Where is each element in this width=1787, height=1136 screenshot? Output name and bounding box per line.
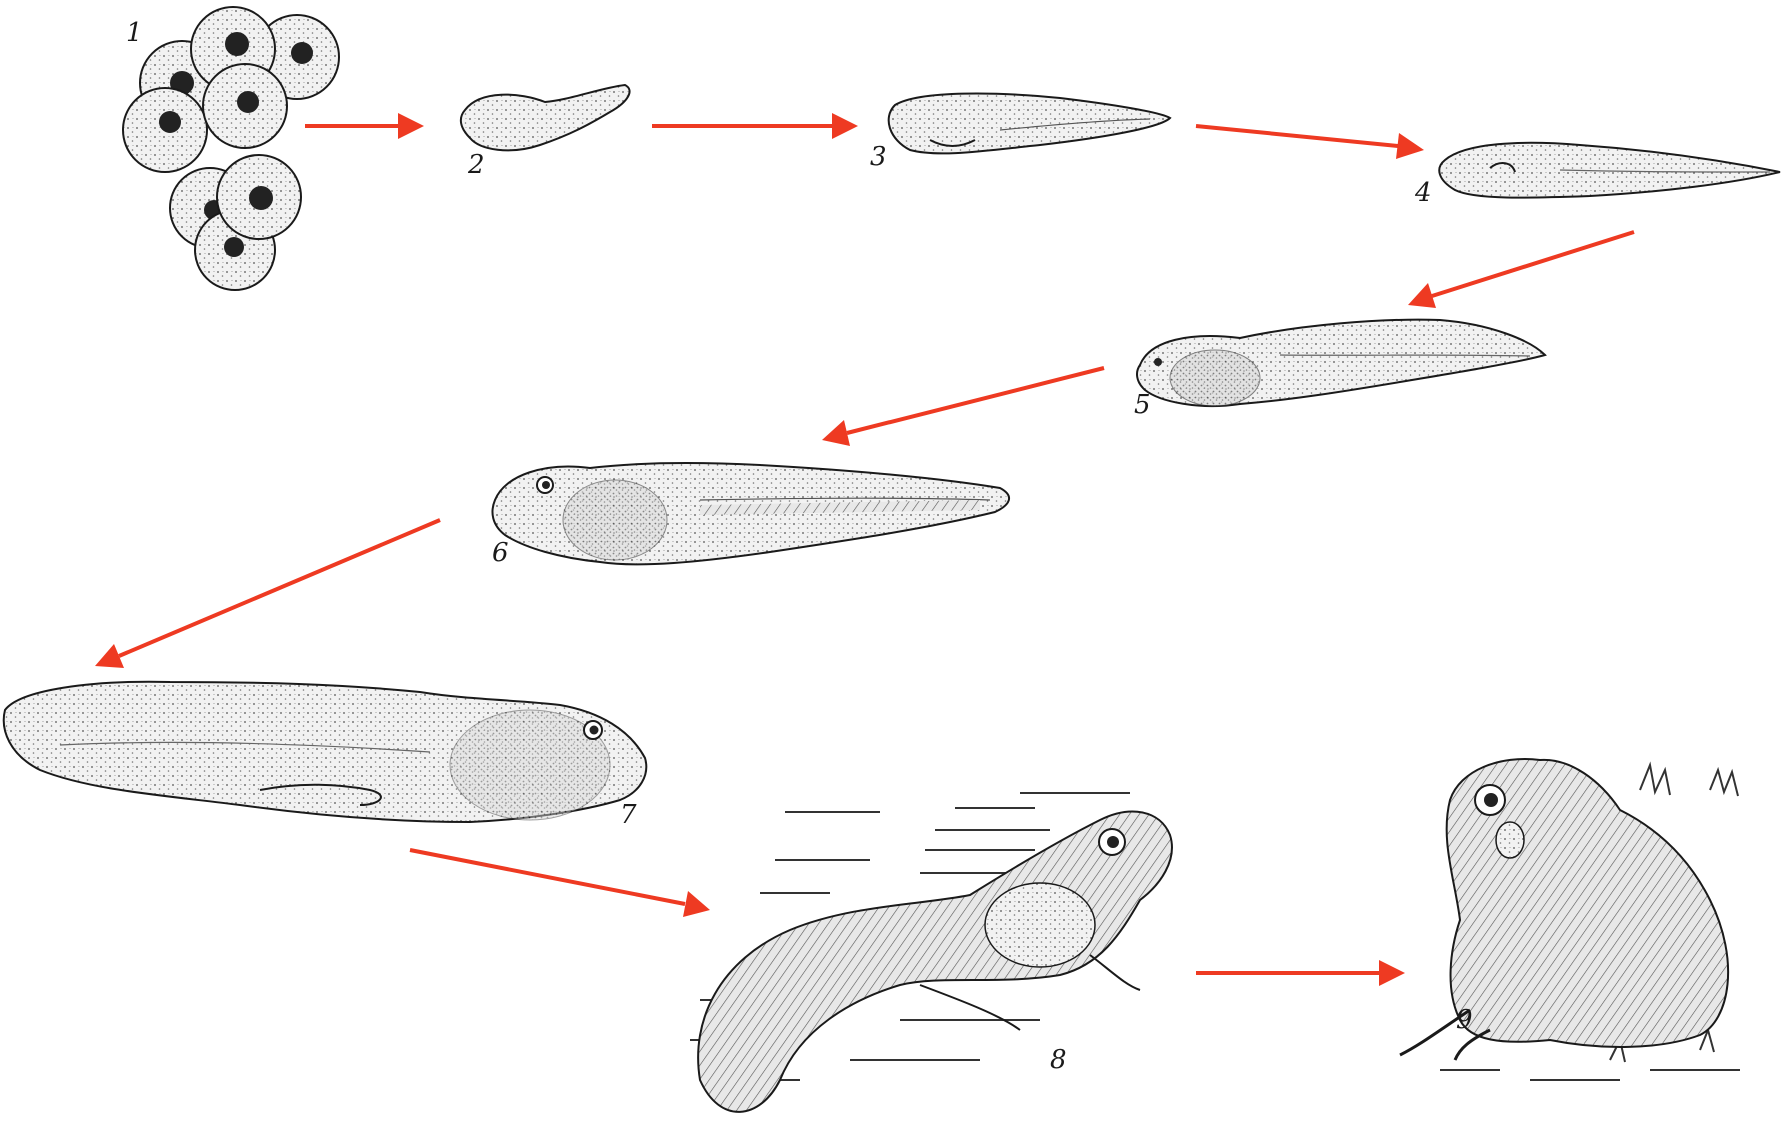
stage-label-9: 9 xyxy=(1456,1005,1473,1035)
stage-4-early-tadpole xyxy=(1439,143,1780,198)
stage-3-hatched-larva xyxy=(889,94,1170,154)
stage-label-8: 8 xyxy=(1050,1045,1067,1075)
stage-6-tadpole-with-gills xyxy=(492,463,1009,564)
arrow-6-to-7 xyxy=(95,520,440,668)
arrow-2-to-3 xyxy=(652,113,858,139)
egg xyxy=(217,155,301,239)
arrow-3-to-4 xyxy=(1196,126,1424,159)
stage-5-tadpole xyxy=(1137,320,1545,406)
arrow-7-to-8 xyxy=(410,850,710,917)
arrow-5-to-6 xyxy=(822,368,1104,446)
egg xyxy=(123,88,207,172)
stage-label-3: 3 xyxy=(870,142,887,172)
egg xyxy=(203,64,287,148)
arrows xyxy=(95,113,1634,986)
stage-label-2: 2 xyxy=(468,150,485,180)
stage-9-adult-frog xyxy=(1400,759,1740,1080)
arrow-8-to-9 xyxy=(1196,960,1405,986)
stage-8-froglet-with-tail xyxy=(690,793,1172,1112)
stage-label-5: 5 xyxy=(1134,390,1151,420)
arrow-1-to-2 xyxy=(305,113,424,139)
stage-label-7: 7 xyxy=(620,800,637,830)
stage-7-tadpole-with-hind-legs xyxy=(4,682,647,822)
stage-label-6: 6 xyxy=(492,538,509,568)
stage-2-embryo xyxy=(461,85,630,150)
stage-1-eggs xyxy=(123,7,339,290)
stage-label-4: 4 xyxy=(1415,178,1432,208)
stage-label-1: 1 xyxy=(126,18,143,48)
arrow-4-to-5 xyxy=(1408,232,1634,308)
